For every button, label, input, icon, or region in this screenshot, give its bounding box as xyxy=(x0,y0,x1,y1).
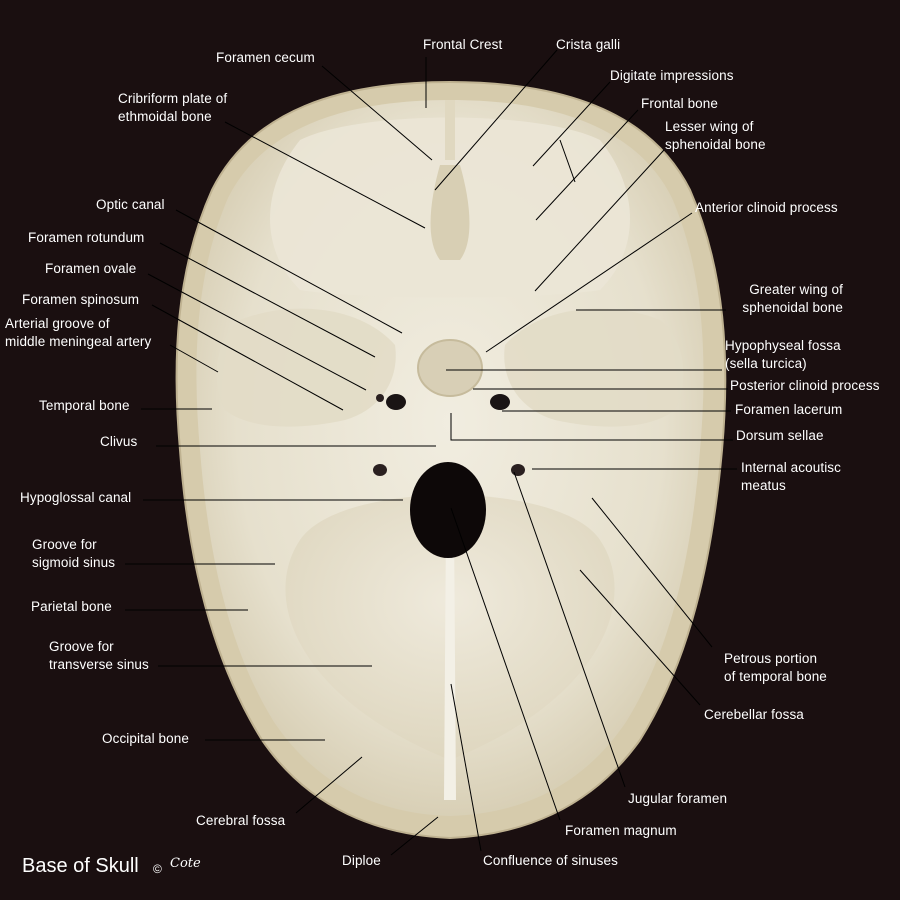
label-posterior-clinoid: Posterior clinoid process xyxy=(730,378,880,393)
label-hypophyseal-line1: Hypophyseal fossa xyxy=(725,338,841,353)
label-diploe: Diploe xyxy=(342,853,381,868)
leader-diploe xyxy=(390,816,439,856)
leader-foramen-rotundum xyxy=(159,242,376,358)
foramen-magnum-shape xyxy=(410,462,486,558)
leader-crista-galli xyxy=(434,49,558,191)
leader-cerebellar xyxy=(579,569,701,706)
label-anterior-clinoid: Anterior clinoid process xyxy=(695,200,838,215)
label-jugular-foramen: Jugular foramen xyxy=(628,791,728,806)
frontal-crest-shape xyxy=(445,100,455,160)
leader-foramen-spinosum xyxy=(151,304,344,411)
label-cerebral-fossa: Cerebral fossa xyxy=(196,813,286,828)
label-sigmoid-line1: Groove for xyxy=(32,537,97,552)
label-foramen-ovale: Foramen ovale xyxy=(45,261,137,276)
label-internal-acoustic-line1: Internal acoutisc xyxy=(741,460,842,475)
leader-jugular xyxy=(513,471,626,788)
label-arterial-groove-line1: Arterial groove of xyxy=(5,316,110,331)
label-lesser-wing: Lesser wing of sphenoidal bone xyxy=(665,118,766,154)
label-cribriform-line2: ethmoidal bone xyxy=(118,109,212,124)
label-lesser-wing-line2: sphenoidal bone xyxy=(665,137,766,152)
label-groove-transverse: Groove for transverse sinus xyxy=(49,638,149,674)
label-greater-wing-line2: sphenoidal bone xyxy=(742,300,843,315)
label-hypophyseal-line2: (sella turcica) xyxy=(725,356,807,371)
label-clivus: Clivus xyxy=(100,434,138,449)
leader-digitate-1 xyxy=(532,81,611,167)
jugular-foramen-shape xyxy=(511,464,525,476)
leader-foramen-cecum xyxy=(321,65,433,161)
occipital-crest xyxy=(444,520,456,800)
foramen-spinosum-shape xyxy=(376,394,384,402)
middle-fossa-left xyxy=(216,308,396,427)
label-temporal-bone: Temporal bone xyxy=(39,398,130,413)
jugular-foramen-left-shape xyxy=(373,464,387,476)
leader-anterior-clinoid xyxy=(485,212,693,353)
label-dorsum-sellae: Dorsum sellae xyxy=(736,428,824,443)
leader-foramen-magnum xyxy=(450,507,561,821)
label-confluence-sinuses: Confluence of sinuses xyxy=(483,853,618,868)
crista-galli-shape xyxy=(430,165,470,260)
middle-fossa-right xyxy=(504,308,684,427)
label-hypoglossal-canal: Hypoglossal canal xyxy=(20,490,132,505)
label-occipital-bone: Occipital bone xyxy=(102,731,189,746)
label-parietal-bone: Parietal bone xyxy=(31,599,112,614)
label-optic-canal: Optic canal xyxy=(96,197,165,212)
label-frontal-crest: Frontal Crest xyxy=(423,37,503,52)
foramen-lacerum-shape xyxy=(490,394,510,410)
label-cerebellar-fossa: Cerebellar fossa xyxy=(704,707,804,722)
label-petrous-line2: of temporal bone xyxy=(724,669,827,684)
leader-frontal-bone xyxy=(535,109,639,221)
leader-lesser-wing xyxy=(534,149,665,292)
leader-optic-canal xyxy=(175,209,403,334)
label-cribriform-line1: Cribriform plate of xyxy=(118,91,228,106)
label-crista-galli: Crista galli xyxy=(556,37,621,52)
label-foramen-rotundum: Foramen rotundum xyxy=(28,230,145,245)
label-arterial-groove-line2: middle meningeal artery xyxy=(5,334,152,349)
label-frontal-bone: Frontal bone xyxy=(641,96,718,111)
label-petrous-portion: Petrous portion of temporal bone xyxy=(724,650,827,686)
label-greater-wing-line1: Greater wing of xyxy=(749,282,843,297)
label-petrous-line1: Petrous portion xyxy=(724,651,818,666)
label-greater-wing: Greater wing of sphenoidal bone xyxy=(710,281,843,317)
label-cribriform-plate: Cribriform plate of ethmoidal bone xyxy=(118,90,227,126)
label-lesser-wing-line1: Lesser wing of xyxy=(665,119,754,134)
label-internal-acoustic: Internal acoutisc meatus xyxy=(741,459,841,495)
leader-cerebral-fossa xyxy=(295,756,363,814)
label-internal-acoustic-line2: meatus xyxy=(741,478,786,493)
leader-digitate-2 xyxy=(559,139,576,183)
leader-confluence xyxy=(450,683,482,852)
label-sigmoid-line2: sigmoid sinus xyxy=(32,555,116,570)
leader-cribriform xyxy=(224,121,426,229)
label-foramen-lacerum: Foramen lacerum xyxy=(735,402,843,417)
leader-dorsum-sellae xyxy=(450,413,733,441)
label-foramen-cecum: Foramen cecum xyxy=(216,50,315,65)
label-transverse-line2: transverse sinus xyxy=(49,657,149,672)
label-foramen-spinosum: Foramen spinosum xyxy=(22,292,140,307)
foramen-lacerum-left-shape xyxy=(386,394,406,410)
leader-arterial-groove xyxy=(169,344,219,373)
leader-lines xyxy=(125,49,737,856)
leader-petrous xyxy=(591,497,713,648)
leader-foramen-ovale xyxy=(147,273,367,391)
label-foramen-magnum: Foramen magnum xyxy=(565,823,677,838)
sella-turcica-shape xyxy=(417,339,483,397)
label-hypophyseal-fossa: Hypophyseal fossa (sella turcica) xyxy=(725,337,841,373)
artist-signature: Cote xyxy=(170,856,201,871)
label-transverse-line1: Groove for xyxy=(49,639,114,654)
diagram-title: Base of Skull xyxy=(22,855,139,877)
label-groove-sigmoid: Groove for sigmoid sinus xyxy=(32,536,115,572)
label-arterial-groove: Arterial groove of middle meningeal arte… xyxy=(5,315,151,351)
label-digitate-impressions: Digitate impressions xyxy=(610,68,734,83)
copyright-symbol: © xyxy=(153,862,162,876)
